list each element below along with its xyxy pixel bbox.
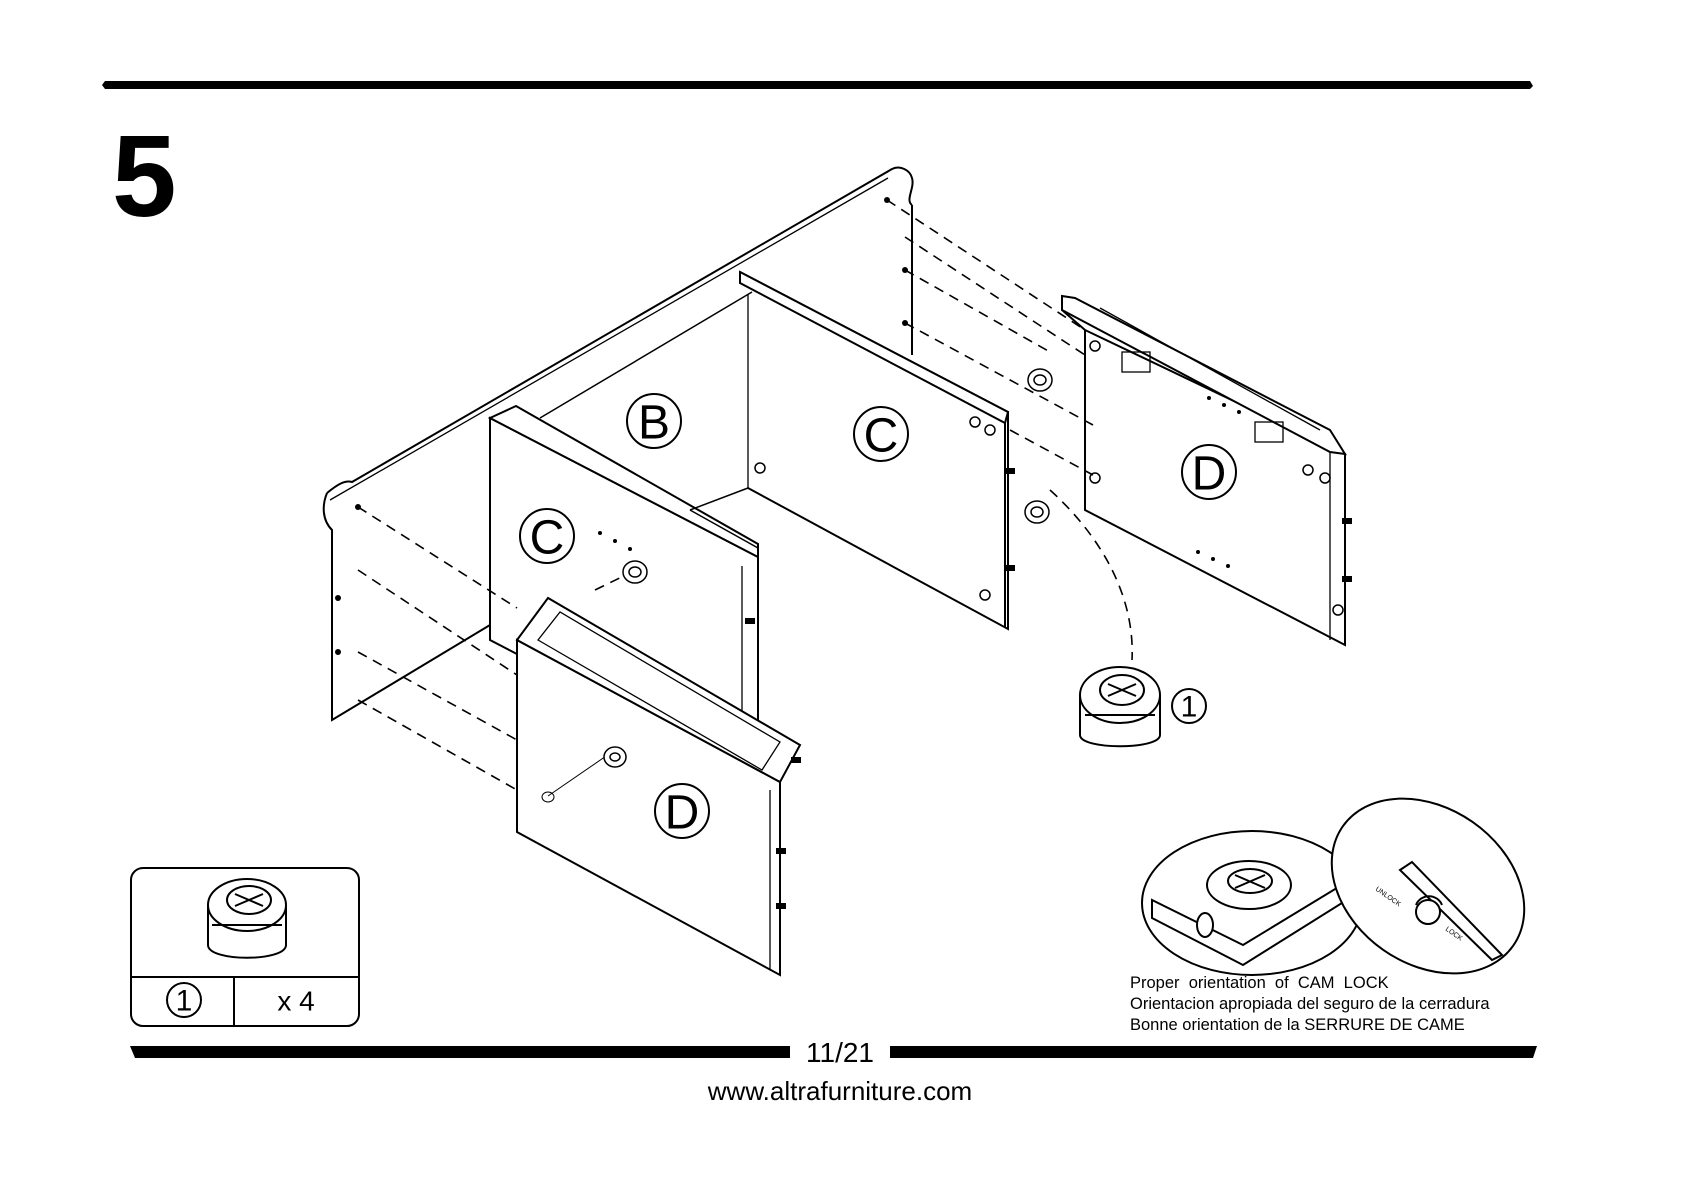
caption-french: Bonne orientation de la SERRURE DE CAME xyxy=(1130,1015,1490,1036)
cam-lock-callout-number: 1 xyxy=(1181,691,1198,724)
panel-label-b: B xyxy=(638,397,670,450)
hardware-holes xyxy=(335,197,1352,909)
orientation-detail-left xyxy=(1142,831,1362,975)
parts-box: 1 x 4 xyxy=(131,868,359,1026)
panel-label-d-front: D xyxy=(665,787,700,840)
panel-label-c-front: C xyxy=(530,512,565,565)
orientation-caption: Proper orientation of CAM LOCK Orientaci… xyxy=(1130,973,1490,1036)
cam-lock-part-icon xyxy=(208,879,286,958)
caption-english: Proper orientation of CAM LOCK xyxy=(1130,973,1490,994)
parts-box-quantity: x 4 xyxy=(277,986,314,1017)
caption-spanish: Orientacion apropiada del seguro de la c… xyxy=(1130,994,1490,1015)
page-number: 11/21 xyxy=(790,1038,890,1068)
top-rule xyxy=(102,81,1533,89)
website-url: www.altrafurniture.com xyxy=(600,1076,1080,1106)
parts-box-part-number: 1 xyxy=(176,985,193,1018)
panel-label-d-right: D xyxy=(1192,448,1227,501)
cam-lock-callout-icon xyxy=(1080,667,1160,746)
panel-label-c-back: C xyxy=(864,410,899,463)
